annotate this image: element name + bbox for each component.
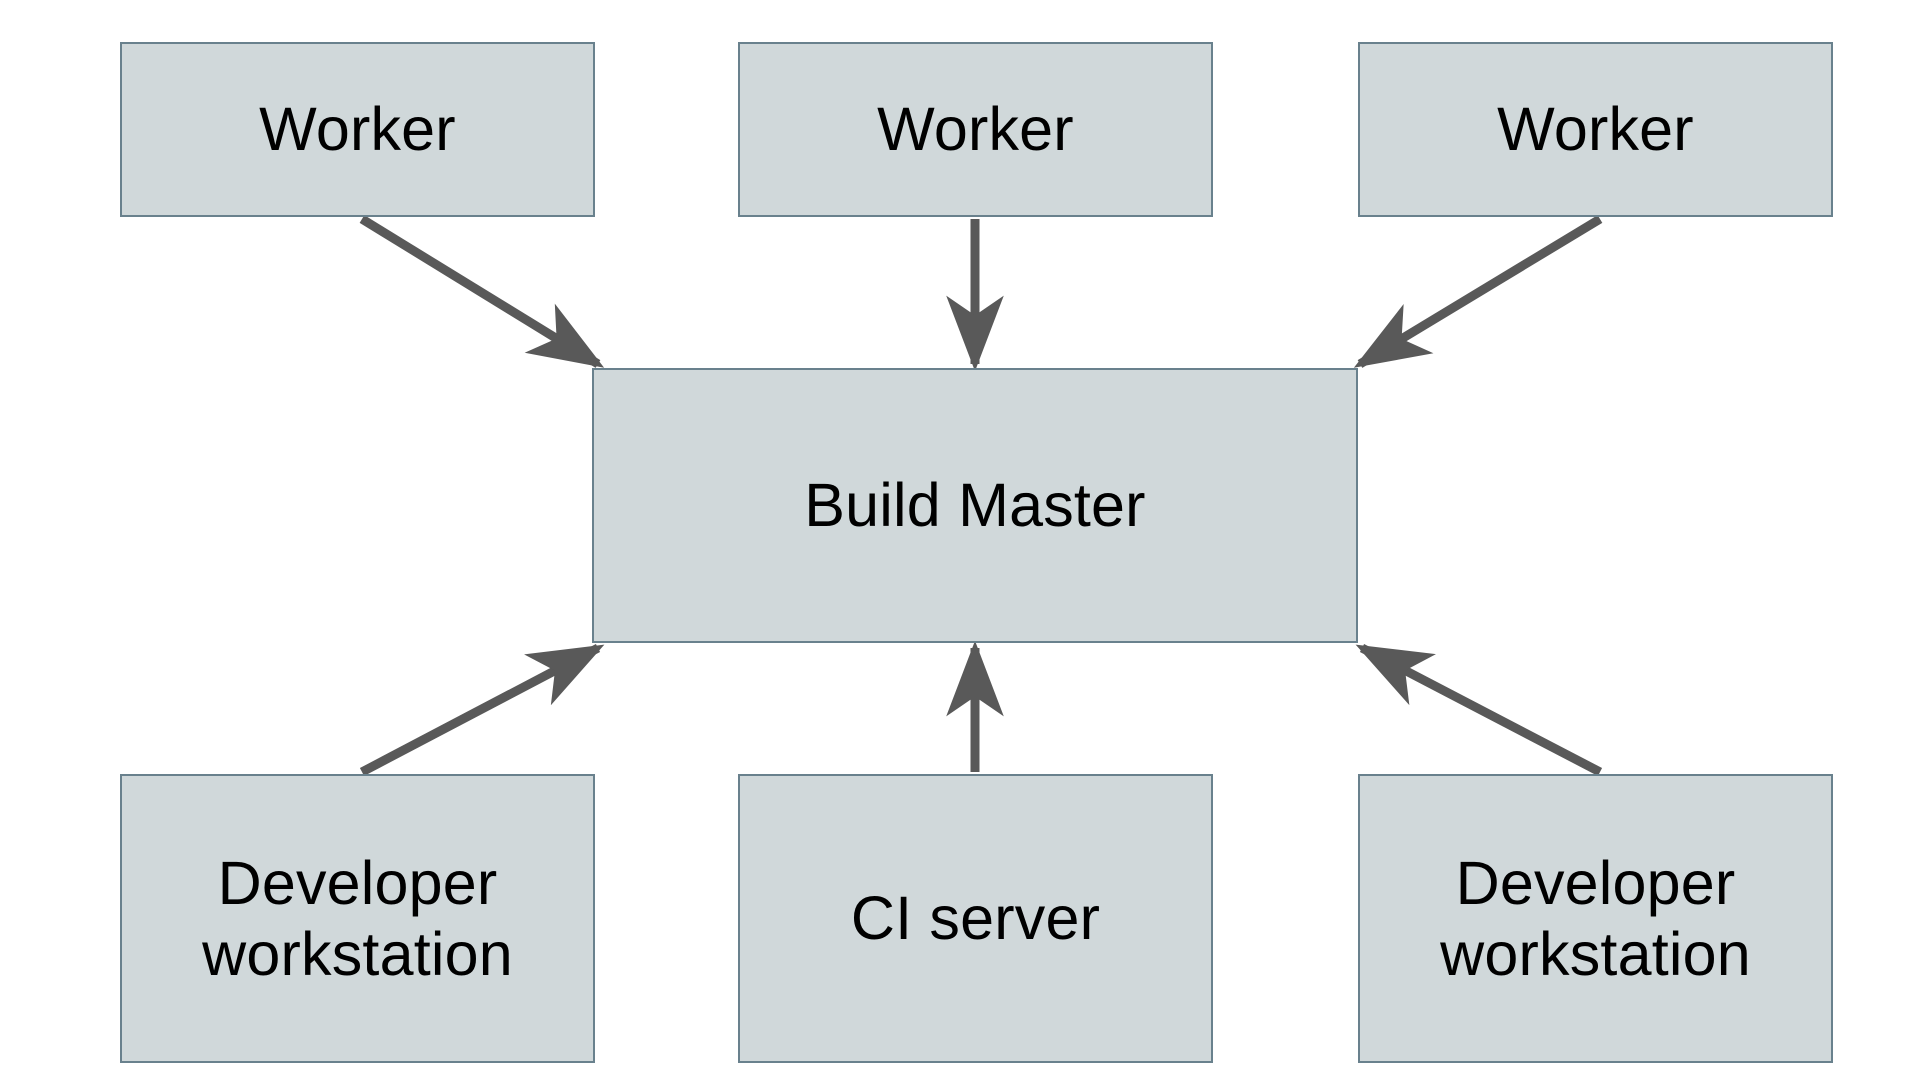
node-label: CI server <box>850 884 1101 953</box>
node-label: Worker <box>877 95 1074 164</box>
node-label: Build Master <box>804 471 1146 540</box>
edge-dev2-to-master <box>1355 644 1603 776</box>
node-developer-workstation-left[interactable]: Developer workstation <box>120 774 595 1063</box>
edge-dev1-to-master <box>359 644 605 776</box>
node-label: Developer workstation <box>202 848 513 988</box>
edge-worker1-to-master <box>359 215 605 368</box>
node-worker-center[interactable]: Worker <box>738 42 1213 217</box>
node-label: Worker <box>259 95 456 164</box>
node-worker-left[interactable]: Worker <box>120 42 595 217</box>
node-label: Developer workstation <box>1440 848 1751 988</box>
edge-worker3-to-master <box>1353 215 1603 368</box>
node-ci-server[interactable]: CI server <box>738 774 1213 1063</box>
node-build-master[interactable]: Build Master <box>592 368 1358 643</box>
node-developer-workstation-right[interactable]: Developer workstation <box>1358 774 1833 1063</box>
node-label: Worker <box>1497 95 1694 164</box>
node-worker-right[interactable]: Worker <box>1358 42 1833 217</box>
